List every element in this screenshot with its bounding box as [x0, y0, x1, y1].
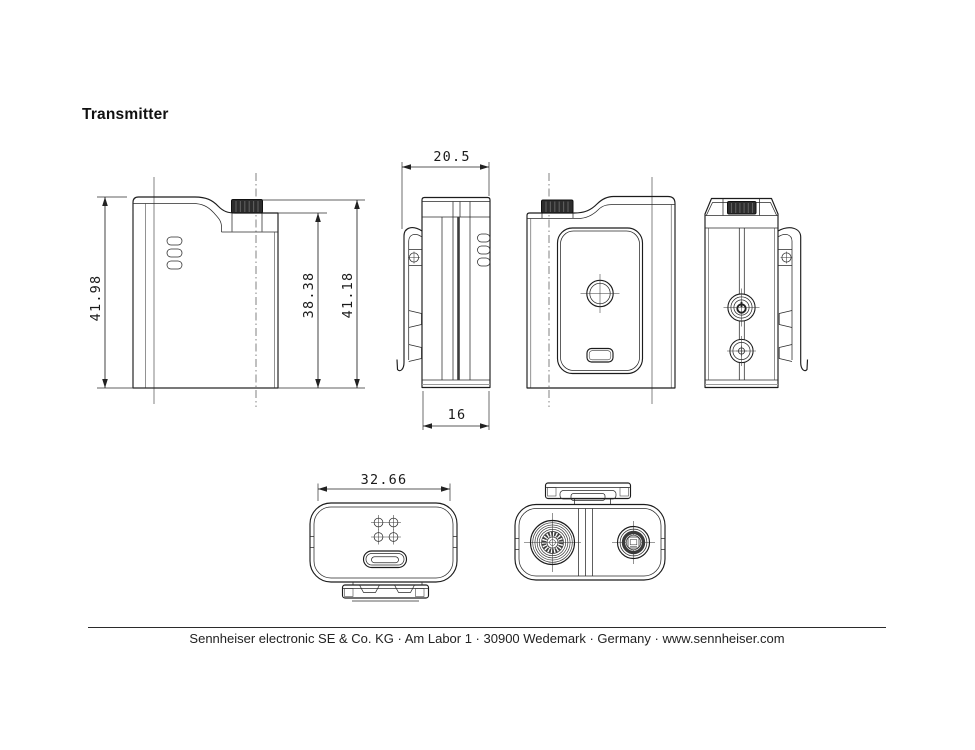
- clip-screw: [408, 251, 420, 264]
- dimension-depth-with-clip: 20.5: [401, 149, 490, 229]
- dimension-body-height: 38.38: [278, 212, 327, 388]
- footer-divider: [88, 627, 886, 628]
- body-outline: [421, 196, 491, 389]
- footer-company-line: Sennheiser electronic SE & Co. KG · Am L…: [189, 631, 785, 646]
- dimension-label-overall-height: 41.98: [88, 275, 104, 322]
- mic-connector-knob: [231, 199, 263, 214]
- front-view: 41.98 38.38 41.18: [88, 173, 365, 407]
- mic-connector-knob: [541, 199, 574, 214]
- left-side-view: 20.5 16: [396, 149, 491, 430]
- usb-c-port: [362, 550, 408, 569]
- charging-contacts: [371, 515, 401, 545]
- clip-slot: [586, 347, 614, 363]
- vent-slots: [166, 236, 183, 270]
- mount-screw-boss: [580, 274, 620, 313]
- dimension-overall-height: 41.98: [88, 196, 365, 389]
- power-symbol: [736, 301, 747, 314]
- right-side-view: [704, 197, 809, 389]
- clip-screw: [780, 251, 793, 264]
- back-view: [526, 173, 676, 407]
- belt-clip-edge: [341, 582, 430, 602]
- body-outline: [704, 197, 779, 389]
- belt-clip-edge: [544, 482, 632, 505]
- top-view: [514, 482, 666, 581]
- mic-connector-knob-edge: [727, 201, 757, 215]
- body-outline: [309, 502, 458, 583]
- dimension-label-overall-width: 32.66: [361, 472, 408, 488]
- vent-slots-edge: [477, 233, 491, 267]
- thread-ring: [621, 530, 646, 555]
- dimension-label-depth-with-clip: 20.5: [433, 149, 470, 165]
- page-title: Transmitter: [82, 106, 169, 123]
- dimension-overall-width: 32.66: [317, 472, 451, 501]
- mic-input-connector: [612, 521, 655, 564]
- body-outline: [526, 195, 676, 389]
- bottom-view: 32.66: [309, 472, 458, 602]
- dimension-label-body-height: 38.38: [301, 272, 317, 319]
- belt-clip: [777, 227, 809, 372]
- clip-mount-panel: [556, 227, 644, 375]
- link-button: [727, 336, 756, 366]
- power-button: [723, 288, 760, 327]
- knurl-texture: [541, 531, 564, 554]
- mic-connector-knob-top: [524, 513, 581, 572]
- dimension-label-body-depth: 16: [448, 407, 467, 423]
- body-outline: [514, 503, 666, 581]
- dimension-knob-height: 41.18: [262, 199, 365, 388]
- dimension-label-knob-height: 41.18: [340, 272, 356, 319]
- body-outline: [132, 196, 279, 389]
- dimension-body-depth: 16: [422, 391, 490, 430]
- belt-clip: [396, 227, 423, 372]
